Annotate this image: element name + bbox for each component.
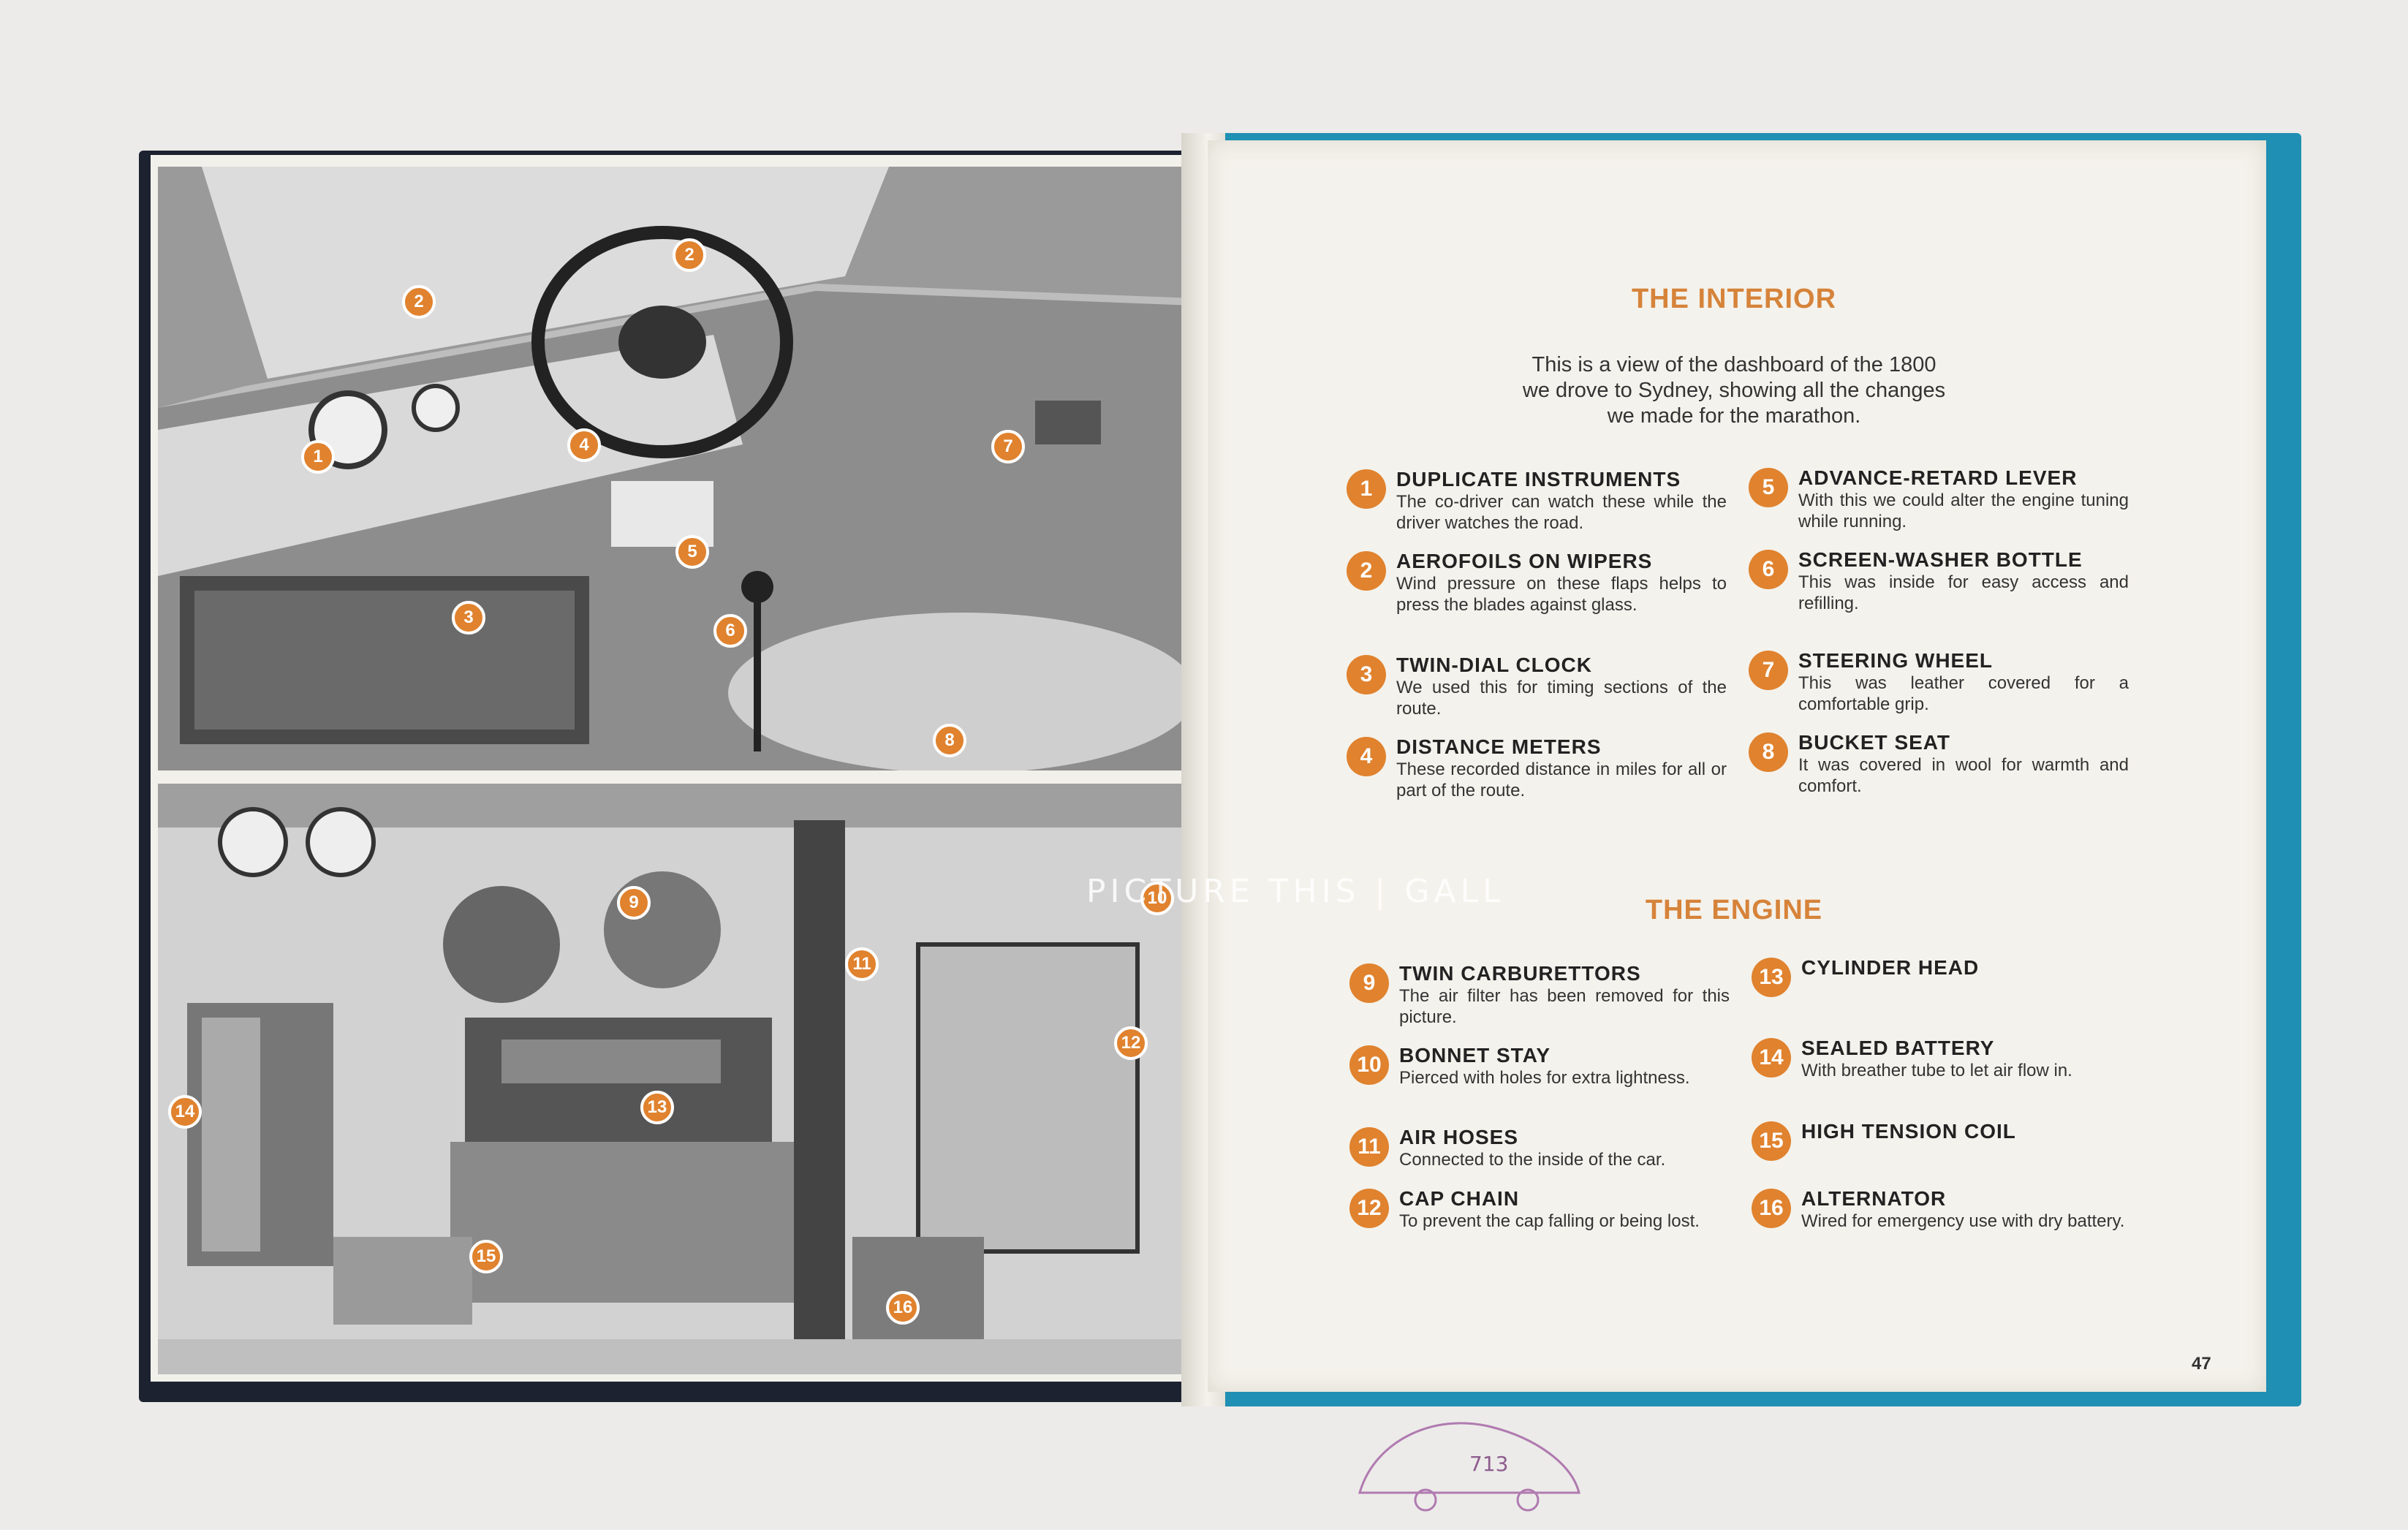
legend-item: 6 SCREEN-WASHER BOTTLE This was inside f… [1749,548,2129,614]
legend-description: Pierced with holes for extra lightness. [1399,1068,1690,1088]
legend-heading: DUPLICATE INSTRUMENTS [1396,468,1681,491]
legend-heading: BONNET STAY [1399,1044,1551,1067]
legend-number: 5 [1749,468,1788,507]
callout-marker: 11 [845,947,879,981]
legend-heading: HIGH TENSION COIL [1801,1120,2016,1143]
legend-description: With this we could alter the engine tuni… [1798,491,2129,531]
watermark: PICTURE THIS | GALL [1086,873,1505,910]
legend-number: 11 [1349,1127,1389,1167]
callout-marker: 4 [567,428,601,462]
callout-marker: 5 [675,535,709,569]
callout-marker: 2 [402,285,436,319]
right-page: THE INTERIOR This is a view of the dashb… [1208,140,2266,1392]
callout-marker: 6 [713,614,747,648]
legend-description: Wired for emergency use with dry battery… [1801,1211,2125,1231]
doodle-text: 713 [1469,1452,1508,1476]
legend-heading: CYLINDER HEAD [1801,956,1980,979]
legend-description: We used this for timing sections of the … [1396,678,1727,719]
callout-marker: 14 [168,1095,202,1129]
legend-heading: CAP CHAIN [1399,1187,1520,1210]
legend-item: 11 AIR HOSES Connected to the inside of … [1349,1126,1730,1170]
legend-heading: DISTANCE METERS [1396,735,1602,758]
legend-number: 2 [1347,551,1386,591]
legend-item: 13 CYLINDER HEAD [1752,956,2132,997]
legend-item: 3 TWIN-DIAL CLOCK We used this for timin… [1347,654,1727,719]
legend-number: 14 [1752,1038,1791,1078]
callout-marker: 1 [301,440,335,474]
open-book: 1 2 2 3 4 5 6 7 8 [139,133,2301,1512]
legend-description: Wind pressure on these flaps helps to pr… [1396,574,1727,615]
legend-item: 10 BONNET STAY Pierced with holes for ex… [1349,1044,1730,1088]
legend-item: 2 AEROFOILS ON WIPERS Wind pressure on t… [1347,550,1727,616]
legend-number: 9 [1349,963,1389,1003]
dashboard-illustration: 1 2 2 3 4 5 6 7 8 [158,167,1194,770]
page-number: 47 [2192,1354,2211,1374]
engine-drawing [158,784,1194,1374]
legend-number: 13 [1752,958,1791,997]
legend-number: 16 [1752,1189,1791,1228]
legend-item: 9 TWIN CARBURETTORS The air filter has b… [1349,962,1730,1028]
legend-item: 16 ALTERNATOR Wired for emergency use wi… [1752,1187,2132,1232]
legend-description: These recorded distance in miles for all… [1396,760,1727,800]
legend-item: 7 STEERING WHEEL This was leather covere… [1749,649,2129,715]
legend-heading: STEERING WHEEL [1798,649,1994,672]
left-page: 1 2 2 3 4 5 6 7 8 [151,155,1211,1382]
engine-title: THE ENGINE [1645,895,1823,925]
callout-marker: 9 [617,886,651,920]
callout-marker: 3 [452,601,485,635]
legend-number: 10 [1349,1045,1389,1085]
legend-heading: AEROFOILS ON WIPERS [1396,550,1653,572]
legend-description: This was leather covered for a comfortab… [1798,673,2129,714]
callout-marker: 13 [640,1091,674,1124]
legend-number: 15 [1752,1121,1791,1161]
intro-line: we made for the marathon. [1607,404,1861,428]
legend-heading: ALTERNATOR [1801,1187,1947,1210]
legend-item: 15 HIGH TENSION COIL [1752,1120,2132,1161]
callout-marker: 8 [933,724,966,757]
legend-number: 1 [1347,469,1386,509]
legend-description: Connected to the inside of the car. [1399,1150,1666,1170]
legend-heading: TWIN-DIAL CLOCK [1396,654,1592,676]
legend-description: With breather tube to let air flow in. [1801,1061,2072,1080]
pencil-doodle: 713 [1358,1422,1580,1512]
callout-marker: 10 [1140,882,1174,915]
legend-number: 8 [1749,732,1788,772]
dashboard-drawing [158,167,1194,770]
legend-description: The air filter has been removed for this… [1399,986,1730,1027]
callout-marker: 12 [1114,1026,1148,1060]
legend-heading: ADVANCE-RETARD LEVER [1798,466,2078,489]
legend-heading: BUCKET SEAT [1798,731,1951,754]
legend-item: 12 CAP CHAIN To prevent the cap falling … [1349,1187,1730,1232]
legend-number: 12 [1349,1189,1389,1228]
legend-heading: AIR HOSES [1399,1126,1519,1148]
legend-number: 7 [1749,651,1788,690]
legend-item: 8 BUCKET SEAT It was covered in wool for… [1749,731,2129,797]
legend-number: 4 [1347,737,1386,776]
legend-heading: SEALED BATTERY [1801,1037,1995,1059]
legend-description: It was covered in wool for warmth and co… [1798,755,2129,796]
callout-marker: 2 [673,238,706,272]
intro-line: This is a view of the dashboard of the 1… [1531,353,1936,376]
legend-number: 6 [1749,550,1788,589]
engine-illustration: 9 10 11 12 13 14 15 16 [158,784,1194,1374]
legend-description: The co-driver can watch these while the … [1396,492,1727,533]
legend-item: 5 ADVANCE-RETARD LEVER With this we coul… [1749,466,2129,532]
interior-intro: This is a view of the dashboard of the 1… [1485,352,1983,429]
legend-heading: SCREEN-WASHER BOTTLE [1798,548,2083,571]
legend-description: To prevent the cap falling or being lost… [1399,1211,1700,1231]
legend-heading: TWIN CARBURETTORS [1399,962,1641,985]
callout-marker: 7 [991,430,1025,463]
legend-item: 1 DUPLICATE INSTRUMENTS The co-driver ca… [1347,468,1727,534]
legend-description: This was inside for easy access and refi… [1798,572,2129,613]
callout-marker: 16 [886,1291,920,1325]
legend-number: 3 [1347,655,1386,694]
interior-title: THE INTERIOR [1631,284,1837,314]
legend-item: 14 SEALED BATTERY With breather tube to … [1752,1037,2132,1081]
legend-item: 4 DISTANCE METERS These recorded distanc… [1347,735,1727,801]
callout-marker: 15 [469,1240,503,1273]
intro-line: we drove to Sydney, showing all the chan… [1522,379,1946,402]
